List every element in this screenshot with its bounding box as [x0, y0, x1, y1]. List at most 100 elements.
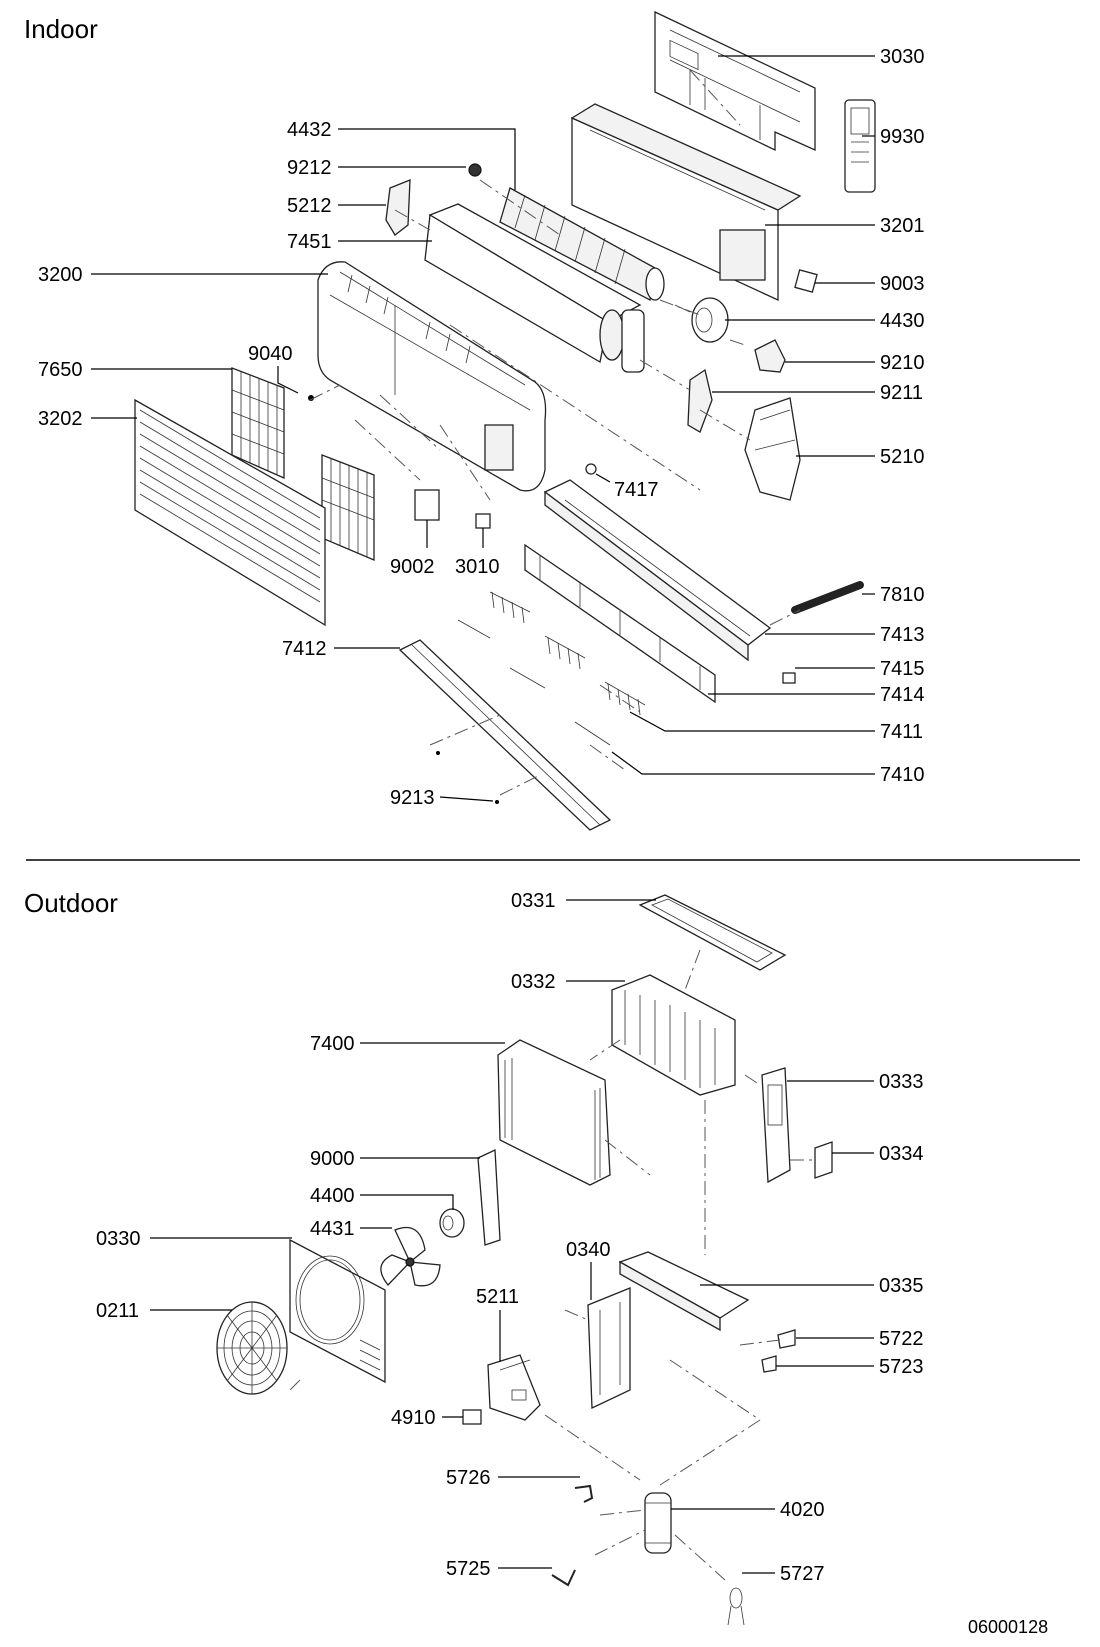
indoor-section-title: Indoor — [24, 14, 98, 44]
label-3030: 3030 — [880, 46, 925, 68]
capacitor-part — [462, 1409, 482, 1425]
bearing-part — [468, 163, 482, 177]
label-4431: 4431 — [310, 1218, 355, 1240]
label-9930: 9930 — [880, 126, 925, 148]
control-box-part — [744, 397, 801, 501]
label-7415: 7415 — [880, 658, 925, 680]
front-grille-part — [134, 398, 326, 627]
valve-large-part — [777, 1329, 796, 1349]
label-7411: 7411 — [880, 721, 923, 743]
label-9002: 9002 — [390, 556, 435, 578]
left-bracket-part — [385, 179, 411, 236]
motor-bracket-part — [477, 1149, 501, 1246]
label-5212: 5212 — [287, 195, 332, 217]
pipe-5727-part — [727, 1587, 745, 1626]
label-9212: 9212 — [287, 157, 332, 179]
label-9213: 9213 — [390, 787, 435, 809]
base-pan-part — [618, 1251, 750, 1332]
small-plate-part — [794, 269, 818, 293]
label-9003: 9003 — [880, 273, 925, 295]
label-4400: 4400 — [310, 1185, 355, 1207]
label-5727: 5727 — [780, 1563, 825, 1585]
label-5211: 5211 — [476, 1286, 519, 1308]
compressor-part — [644, 1492, 672, 1554]
label-4432: 4432 — [287, 119, 332, 141]
back-chassis-part — [570, 103, 802, 302]
receiver-board-part — [475, 513, 491, 529]
drain-hose-part — [791, 581, 864, 614]
label-7410: 7410 — [880, 764, 925, 786]
rear-guard-part — [611, 974, 736, 1096]
label-0330: 0330 — [96, 1228, 141, 1250]
outdoor-fan-motor-part — [439, 1208, 465, 1238]
front-panel-part — [289, 1238, 386, 1384]
drain-cap-part — [585, 463, 597, 475]
drain-pan-part — [543, 479, 772, 662]
label-9210: 9210 — [880, 352, 925, 374]
label-0335: 0335 — [879, 1275, 924, 1297]
blower-wheel-part — [499, 187, 665, 301]
vertical-vanes-part — [489, 591, 646, 716]
indoor-drawings — [134, 10, 876, 831]
valve-cover-part — [814, 1141, 833, 1179]
evaporator-part — [424, 203, 645, 373]
label-0340: 0340 — [566, 1239, 611, 1261]
label-0333: 0333 — [879, 1071, 924, 1093]
front-housing-part — [317, 261, 547, 492]
label-3202: 3202 — [38, 408, 83, 430]
label-5723: 5723 — [879, 1356, 924, 1378]
label-7810: 7810 — [880, 584, 925, 606]
label-7650: 7650 — [38, 359, 83, 381]
label-4910: 4910 — [391, 1407, 436, 1429]
label-5722: 5722 — [879, 1328, 924, 1350]
label-5725: 5725 — [446, 1558, 491, 1580]
label-3201: 3201 — [880, 215, 925, 237]
label-7417: 7417 — [614, 479, 659, 501]
top-cover-part — [638, 894, 787, 971]
label-5210: 5210 — [880, 446, 925, 468]
outlet-grille-part — [524, 543, 716, 704]
partition-plate-part — [587, 1287, 631, 1410]
fan-motor-part — [674, 297, 729, 343]
fan-guard-part — [216, 1301, 288, 1395]
label-9000: 9000 — [310, 1148, 355, 1170]
air-filter-2-part — [321, 454, 375, 561]
label-9211: 9211 — [880, 382, 923, 404]
label-0331: 0331 — [511, 890, 556, 912]
vane-link-part — [457, 619, 611, 746]
pipe-5726-part — [574, 1484, 594, 1503]
outdoor-callouts: 0331 0332 7400 0333 0334 9000 4400 4431 … — [96, 890, 924, 1585]
label-9040: 9040 — [248, 343, 293, 365]
label-0334: 0334 — [879, 1143, 924, 1165]
label-7412: 7412 — [282, 638, 327, 660]
display-board-part — [414, 489, 440, 521]
label-7400: 7400 — [310, 1033, 355, 1055]
label-0211: 0211 — [96, 1300, 139, 1322]
pipe-5725-part — [551, 1569, 576, 1587]
screw-part — [436, 751, 440, 755]
mounting-plate-part — [654, 10, 816, 152]
label-7413: 7413 — [880, 624, 925, 646]
document-id: 06000128 — [968, 1617, 1048, 1637]
screw-2-part — [495, 800, 499, 804]
label-3010: 3010 — [455, 556, 500, 578]
label-7414: 7414 — [880, 684, 925, 706]
valve-small-part — [761, 1355, 777, 1373]
propeller-fan-part — [380, 1226, 441, 1287]
remote-control-part — [844, 99, 876, 193]
horizontal-flap-part — [398, 639, 612, 831]
drain-plug-part — [782, 672, 796, 684]
label-4020: 4020 — [780, 1499, 825, 1521]
outdoor-section-title: Outdoor — [24, 888, 118, 918]
motor-clamp-part — [754, 339, 786, 373]
air-filter-part — [231, 367, 285, 479]
label-4430: 4430 — [880, 310, 925, 332]
outdoor-drawings — [216, 894, 833, 1626]
label-3200: 3200 — [38, 264, 83, 286]
bearing-holder-part — [687, 368, 713, 433]
label-0332: 0332 — [511, 971, 556, 993]
side-panel-part — [761, 1067, 791, 1184]
label-7451: 7451 — [287, 231, 332, 253]
condenser-coil-part — [497, 1039, 611, 1186]
